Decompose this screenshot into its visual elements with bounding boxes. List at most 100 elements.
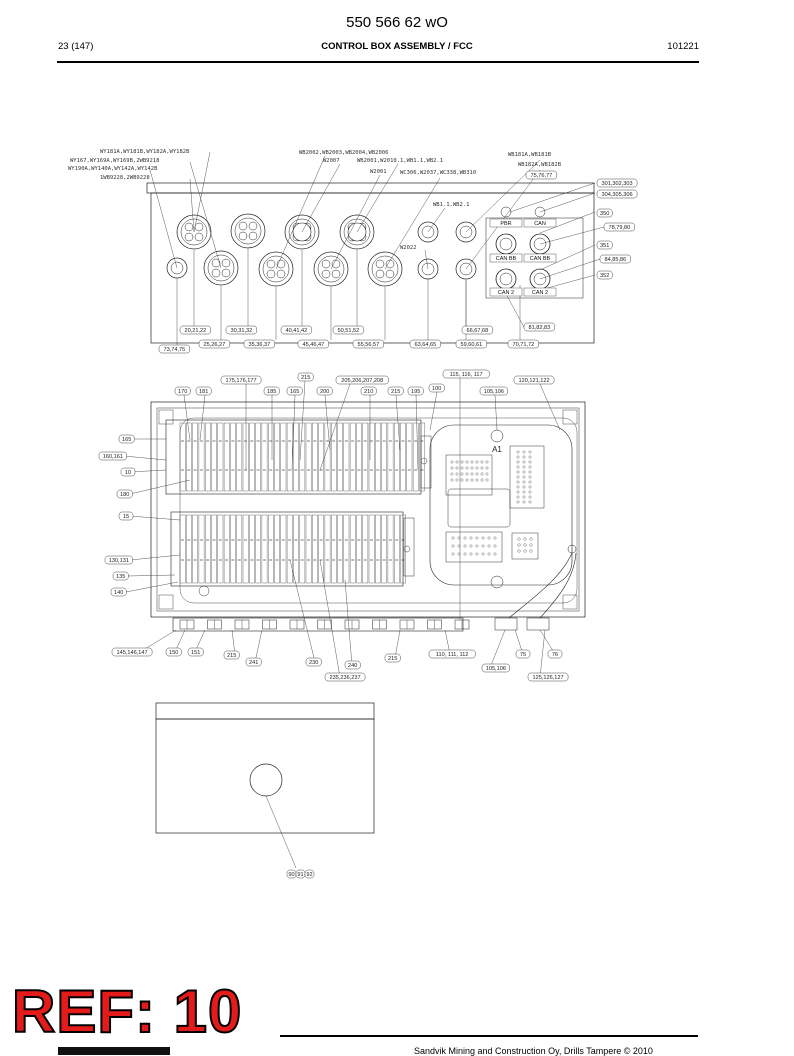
- terminal: [242, 422, 249, 492]
- terminal: [362, 514, 369, 584]
- terminal: [343, 514, 350, 584]
- callout-box: [527, 672, 569, 682]
- terminal: [268, 514, 274, 584]
- gland-seal: [170, 261, 184, 275]
- connector-label-box: [489, 287, 523, 297]
- pin: [517, 543, 521, 547]
- callout-box: [428, 383, 445, 393]
- callout-text: 215: [227, 653, 236, 659]
- pin: [450, 460, 454, 464]
- connector-ring: [495, 268, 517, 290]
- callout: 120,121,122: [513, 375, 555, 385]
- callout: 230: [305, 657, 322, 667]
- cable-hole: [221, 258, 231, 268]
- gland-plate-view: [146, 182, 595, 344]
- callout: 301,302,303: [596, 178, 638, 188]
- small-cable-gland: [455, 221, 477, 243]
- connector-ring: [495, 233, 517, 255]
- callout: 215: [387, 386, 404, 396]
- pin: [528, 490, 532, 494]
- top-callouts: 75,76,77301,302,303304,305,30635078,79,8…: [158, 170, 638, 354]
- leader-line: [394, 629, 401, 659]
- cable-hole: [184, 232, 194, 242]
- callout-text: 110, 111, 112: [436, 652, 469, 658]
- terminal: [179, 514, 186, 584]
- gland-seal: [262, 255, 290, 283]
- callout: 30,31,32: [225, 325, 258, 335]
- callout-text: 91: [297, 872, 303, 878]
- leader-line: [489, 629, 506, 669]
- callout-box: [187, 647, 204, 657]
- terminal: [293, 514, 299, 584]
- callout: 91: [295, 869, 306, 879]
- callout-box: [195, 386, 212, 396]
- terminal: [400, 422, 406, 492]
- callout-box: [596, 178, 638, 188]
- leader-line: [429, 391, 438, 431]
- callout: 70,71,72: [507, 339, 540, 349]
- pin: [475, 472, 479, 476]
- callout-text: 40,41,42: [286, 328, 308, 334]
- cable-hole: [194, 222, 204, 232]
- callout: 20,21,22: [179, 325, 212, 335]
- callout-box: [120, 467, 136, 477]
- terminal: [198, 422, 205, 492]
- pin: [528, 465, 532, 469]
- cable-hole: [385, 259, 395, 269]
- connector-core: [499, 237, 513, 251]
- pin: [450, 466, 454, 470]
- callout: 40,41,42: [280, 325, 313, 335]
- terminal: [324, 422, 331, 492]
- terminal: [305, 422, 312, 492]
- pin: [470, 460, 474, 464]
- leader-line: [129, 479, 191, 495]
- callout-text: 76: [552, 652, 558, 658]
- cable-hole: [331, 259, 341, 269]
- pin: [463, 544, 467, 548]
- callout: 50,51,52: [332, 325, 365, 335]
- company-logo: [58, 1047, 170, 1055]
- cable-hole: [211, 268, 221, 278]
- wire-label: W2007: [323, 158, 340, 164]
- pin: [470, 466, 474, 470]
- leader-line: [330, 174, 381, 270]
- callout: 160,161: [98, 451, 127, 461]
- pin: [460, 478, 464, 482]
- terminal: [387, 514, 394, 584]
- pin: [465, 460, 469, 464]
- callout-text: 165: [122, 437, 131, 443]
- callout-box: [165, 647, 182, 657]
- leader-line: [344, 579, 353, 666]
- callout: 115, 116, 117: [442, 369, 490, 379]
- footer-copyright: Sandvik Mining and Construction Oy, Dril…: [414, 1046, 653, 1056]
- pin: [529, 537, 533, 541]
- pin: [485, 478, 489, 482]
- cable-hole: [194, 232, 204, 242]
- terminal: [381, 514, 387, 584]
- cable-gland: [313, 251, 349, 287]
- callout-box: [547, 649, 563, 659]
- leader-line: [324, 394, 331, 451]
- callout: 125,126,127: [527, 672, 569, 682]
- bottom-glands: [179, 619, 470, 630]
- callout: 215: [223, 650, 240, 660]
- callout-box: [158, 344, 191, 354]
- cable-hole: [238, 231, 248, 241]
- cable-hole: [385, 269, 395, 279]
- pin: [528, 485, 532, 489]
- callout: 350: [596, 208, 613, 218]
- callout-text: 120,121,122: [518, 378, 549, 384]
- leader-line: [427, 207, 446, 233]
- terminal: [406, 422, 413, 492]
- wire-label: WC306,W2037,WC338,WB310: [400, 170, 476, 176]
- callout-text: 215: [388, 656, 397, 662]
- callout-box: [603, 222, 636, 232]
- callout-box: [104, 555, 133, 565]
- terminal: [211, 422, 217, 492]
- callout: 15: [118, 511, 134, 521]
- callout-box: [461, 325, 494, 335]
- callout-text: 75: [520, 652, 526, 658]
- cable-hole: [238, 221, 248, 231]
- ref-watermark: REF: 10: [11, 978, 243, 1045]
